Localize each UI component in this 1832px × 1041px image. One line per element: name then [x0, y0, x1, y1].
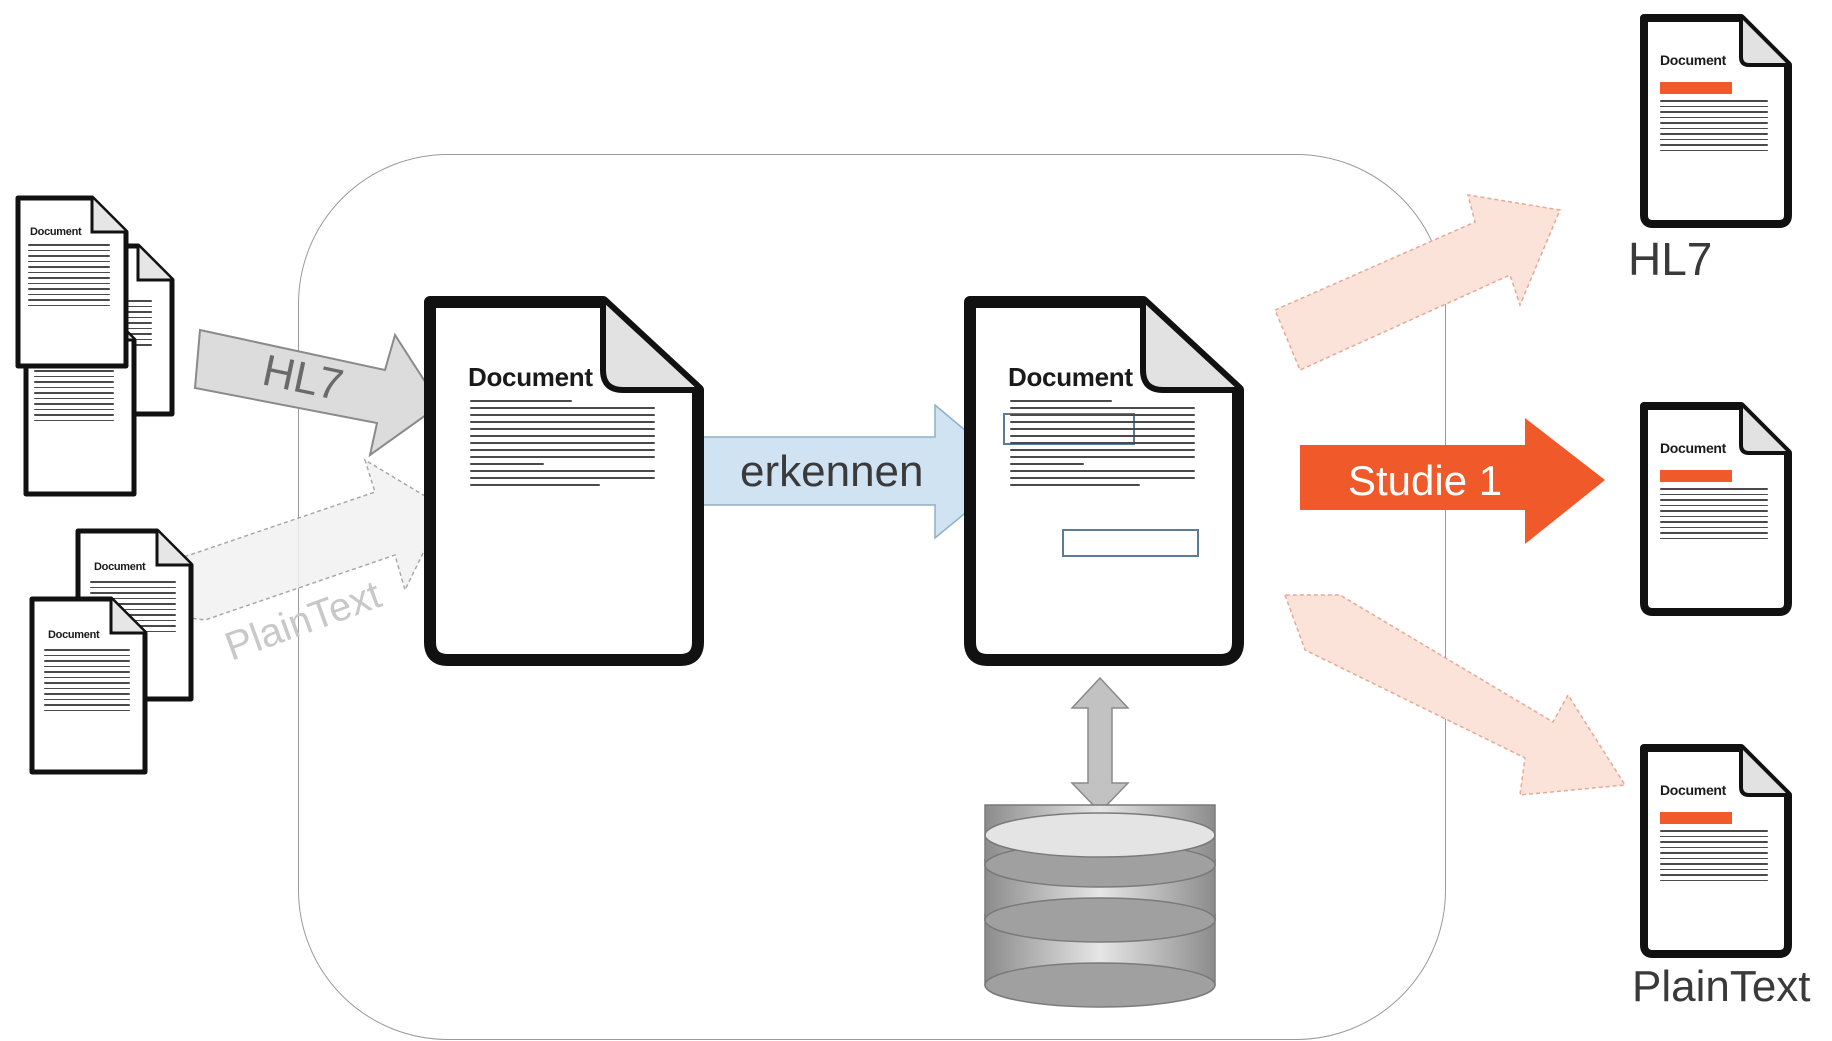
doc-title: Document [1660, 52, 1727, 68]
highlight-bar [1660, 470, 1732, 482]
database-link-arrow [1070, 676, 1130, 814]
doc-title: Document [48, 629, 100, 641]
output-document-middle: Document [1636, 398, 1796, 620]
processing-container [298, 154, 1446, 1040]
hl7-input-arrow: HL7 [193, 328, 442, 458]
doc-title: Document [468, 362, 593, 392]
plaintext-input-arrow: PlainText [174, 458, 446, 669]
recognized-document: Document [958, 290, 1250, 670]
recognize-arrow: erkennen [689, 403, 1017, 540]
input-doc-stack-plaintext-front: Document [26, 593, 151, 778]
database-icon [984, 804, 1216, 1008]
study-label: Studie 1 [1348, 457, 1502, 504]
doc-title: Document [1660, 440, 1727, 456]
incoming-document: Document [418, 290, 710, 670]
doc-title: Document [1008, 362, 1133, 392]
output-document-top: Document [1636, 10, 1796, 232]
doc-title: Document [94, 561, 146, 573]
faded-arrow-top [1274, 194, 1562, 372]
study-arrow: Studie 1 [1300, 418, 1605, 544]
doc-title: Document [30, 226, 82, 238]
highlight-bar [1660, 812, 1732, 824]
highlight-bar [1660, 82, 1732, 94]
doc-title: Document [1660, 782, 1727, 798]
recognize-label: erkennen [740, 447, 923, 496]
output-document-bottom: Document [1636, 740, 1796, 962]
faded-arrow-bottom [1283, 594, 1627, 796]
output-label-plaintext: PlainText [1632, 962, 1811, 1011]
input-doc-stack-hl7-front: Document [12, 192, 132, 372]
output-label-hl7: HL7 [1628, 233, 1713, 285]
